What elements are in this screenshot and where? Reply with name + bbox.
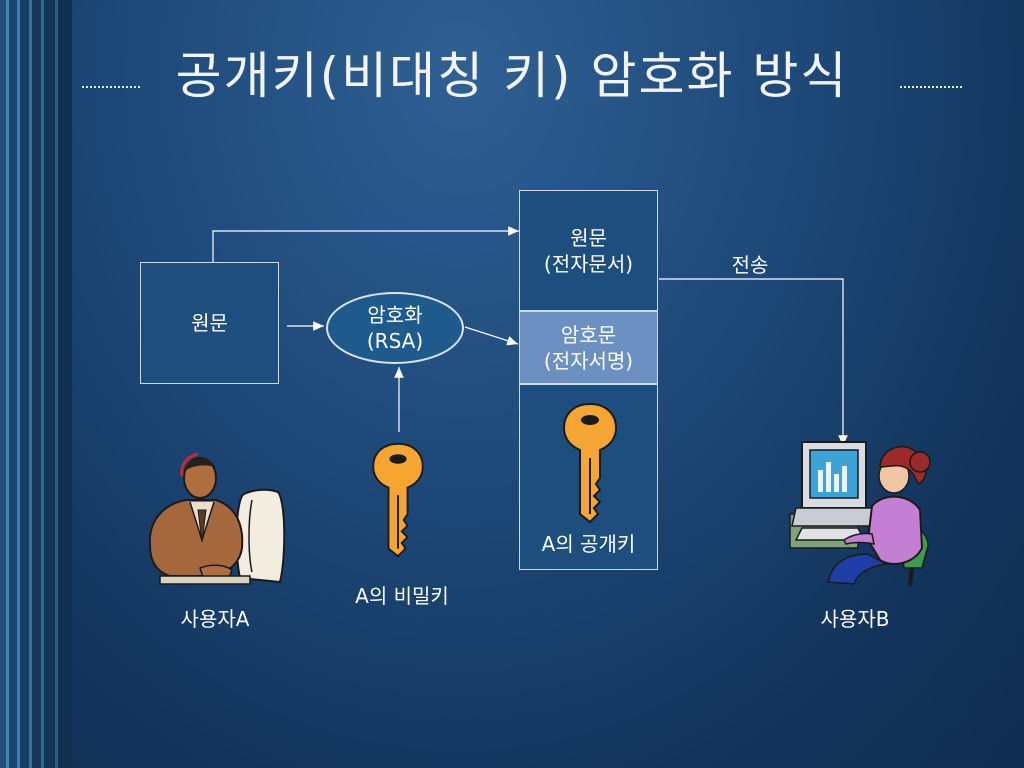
ciphertext-subtitle: (전자서명)	[543, 348, 634, 373]
sent-document-title: 원문	[570, 225, 607, 250]
slide-title: 공개키(비대칭 키) 암호화 방식	[175, 47, 849, 105]
plaintext-label: 원문	[191, 311, 228, 335]
public-key-label: A의 공개키	[541, 532, 636, 556]
private-key-label: A의 비밀키	[355, 584, 449, 608]
sent-document-box: 원문 (전자문서)	[519, 190, 658, 311]
user-b-label: 사용자B	[820, 607, 890, 631]
encrypt-label: 암호화	[367, 303, 423, 327]
arrow-encrypt-to-cipher	[464, 326, 519, 346]
ciphertext-title: 암호문	[560, 322, 617, 347]
plaintext-box: 원문	[140, 262, 279, 384]
transmit-label: 전송	[731, 253, 769, 277]
user-a-icon	[148, 452, 286, 585]
arrow-transmit-to-user-b	[659, 278, 848, 446]
user-b-icon	[789, 441, 931, 587]
private-key-icon	[372, 442, 424, 558]
ciphertext-box: 암호문 (전자서명)	[519, 311, 658, 384]
title-dots-left	[82, 86, 140, 88]
public-key-icon	[562, 402, 618, 524]
arrow-plaintext-to-document	[212, 226, 519, 263]
user-a-label: 사용자A	[180, 607, 250, 631]
title-dots-right	[900, 86, 962, 88]
encrypt-rsa-ellipse: 암호화 (RSA)	[326, 292, 464, 364]
rsa-label: (RSA)	[366, 329, 424, 353]
decorative-stripes	[0, 0, 72, 768]
sent-document-subtitle: (전자문서)	[543, 251, 634, 276]
